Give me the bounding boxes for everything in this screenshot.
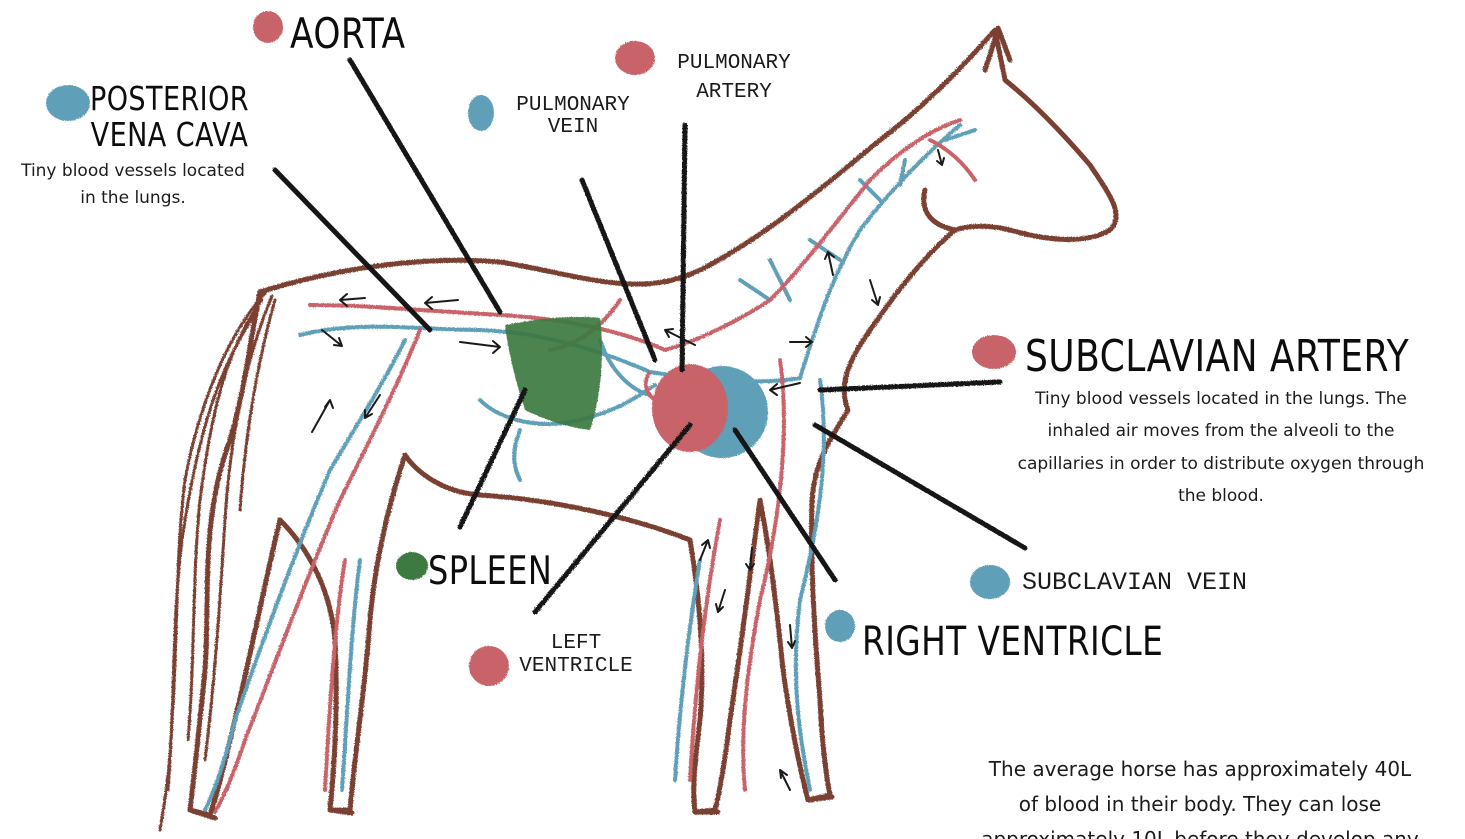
subclavian-artery-note-line4: the blood.	[990, 480, 1452, 512]
pointer-left-ventricle	[535, 425, 690, 612]
label-aorta: AORTA	[290, 13, 405, 55]
pulmonary-vein-swatch	[468, 95, 494, 131]
subclavian-vein-swatch	[970, 565, 1010, 599]
label-left-ventricle-line1: LEFT	[503, 632, 649, 655]
label-posterior-vena-cava-line1: POSTERIOR	[90, 81, 249, 117]
subclavian-artery-swatch	[972, 335, 1016, 369]
pointer-pulmonary-artery	[682, 125, 685, 370]
label-left-ventricle-line2: VENTRICLE	[503, 655, 649, 678]
footer-note: The average horse has approximately 40L …	[950, 752, 1450, 839]
aorta-swatch	[253, 11, 283, 43]
horse-tail	[160, 290, 275, 830]
footer-note-line3: approximately 10L before they develop an…	[950, 822, 1450, 839]
subclavian-artery-note-line2: inhaled air moves from the alveoli to th…	[990, 415, 1452, 447]
label-pulmonary-vein: PULMONARY VEIN	[500, 95, 646, 139]
subclavian-artery-note-line1: Tiny blood vessels located in the lungs.…	[990, 383, 1452, 415]
subclavian-artery-note: Tiny blood vessels located in the lungs.…	[990, 383, 1452, 512]
spleen-organ	[505, 317, 602, 430]
label-spleen: SPLEEN	[428, 552, 552, 591]
right-ventricle-swatch	[825, 610, 855, 642]
posterior-vena-cava-note-line1: Tiny blood vessels located	[5, 158, 261, 185]
pulmonary-artery-swatch	[615, 41, 655, 75]
label-posterior-vena-cava: POSTERIOR VENA CAVA	[90, 81, 249, 154]
subclavian-artery-note-line3: capillaries in order to distribute oxyge…	[990, 448, 1452, 480]
left-ventricle-organ	[652, 364, 728, 452]
label-pulmonary-artery-line2: ARTERY	[660, 78, 808, 107]
spleen-swatch	[396, 552, 428, 580]
footer-note-line1: The average horse has approximately 40L	[950, 752, 1450, 787]
label-pulmonary-vein-line1: PULMONARY	[500, 95, 646, 117]
label-posterior-vena-cava-line2: VENA CAVA	[90, 117, 249, 153]
label-pulmonary-artery: PULMONARY ARTERY	[660, 49, 808, 108]
label-right-ventricle: RIGHT VENTRICLE	[862, 622, 1163, 662]
label-subclavian-vein: SUBCLAVIAN VEIN	[1022, 570, 1247, 596]
label-pulmonary-artery-line1: PULMONARY	[660, 49, 808, 78]
label-pulmonary-vein-line2: VEIN	[500, 117, 646, 139]
posterior-vena-cava-swatch	[46, 85, 90, 121]
label-subclavian-artery: SUBCLAVIAN ARTERY	[1025, 335, 1409, 379]
footer-note-line2: of blood in their body. They can lose	[950, 787, 1450, 822]
veins	[205, 125, 975, 810]
heart-organ	[646, 364, 768, 458]
posterior-vena-cava-note-line2: in the lungs.	[5, 185, 261, 212]
label-left-ventricle: LEFT VENTRICLE	[503, 632, 649, 678]
posterior-vena-cava-note: Tiny blood vessels located in the lungs.	[5, 158, 261, 212]
